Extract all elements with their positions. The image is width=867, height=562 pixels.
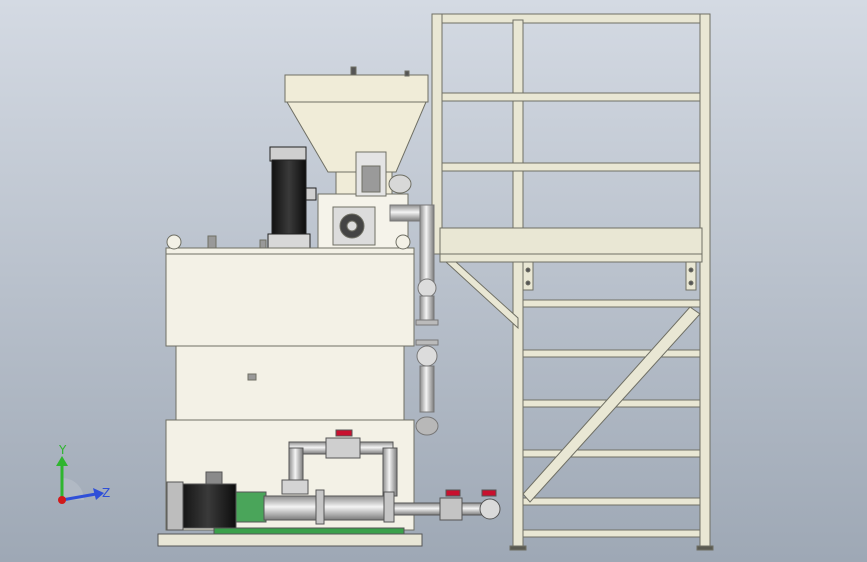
frame-rung — [522, 299, 701, 308]
feeder-motor-cap — [388, 174, 412, 194]
frame-rung — [522, 449, 701, 458]
triad-y-arrow-icon — [56, 456, 68, 466]
pump-riser-pipe — [288, 447, 304, 485]
deck-bracket-right — [685, 261, 697, 291]
tank-top-plate — [165, 247, 415, 255]
pump-stator — [263, 495, 395, 521]
pump-motor-terminal-box — [205, 471, 223, 485]
pump-coupling — [235, 491, 267, 523]
bracket-bolt — [525, 267, 531, 273]
pump-valve-handle[interactable] — [335, 429, 353, 437]
pump-riser-pipe-right — [382, 447, 398, 497]
frame-rung — [522, 349, 701, 358]
mixer-motor-terminal-box — [305, 187, 317, 201]
bracket-bolt — [688, 267, 694, 273]
mixer-motor-cap — [269, 146, 307, 162]
pump-motor-body — [179, 483, 237, 529]
pump-suction-port — [281, 479, 309, 495]
discharge-elbow — [479, 498, 501, 520]
drain-elbow — [416, 345, 438, 367]
triad-origin-arc — [62, 478, 84, 500]
lifting-lug — [395, 234, 411, 250]
frame-diagonal-brace — [444, 261, 519, 330]
frame-rail-2 — [441, 162, 701, 172]
triad-y-label: Y — [58, 443, 67, 457]
frame-deck-beam — [439, 253, 703, 263]
tank-upper-section — [165, 253, 415, 347]
tank-fitting — [259, 239, 267, 249]
frame-top-rail — [431, 13, 711, 24]
discharge-line[interactable] — [393, 489, 501, 521]
hopper-lid-tab — [404, 70, 410, 77]
frame-rung — [522, 529, 701, 538]
frame-foot — [696, 545, 714, 551]
triad-x-axis-dot — [58, 496, 66, 504]
deck-bracket-left — [522, 261, 534, 291]
pipe-elbow — [417, 278, 437, 298]
frame-post-right — [699, 13, 711, 549]
lifting-lug — [166, 234, 182, 250]
bracket-bolt — [525, 280, 531, 286]
frame-deck — [439, 227, 703, 255]
pump-motor-fan-cover — [166, 481, 184, 531]
powder-hopper[interactable] — [284, 66, 429, 249]
skid-base — [157, 533, 423, 547]
drain-flange — [415, 319, 439, 326]
drain-end-cap — [415, 416, 439, 436]
triad-z-label: Z — [102, 486, 110, 500]
pump-stator-flange — [315, 489, 325, 525]
dosing-pump-assembly[interactable] — [157, 429, 423, 547]
frame-diagonal-brace — [522, 306, 701, 503]
tank-middle-section — [175, 345, 405, 421]
frame-post-left — [431, 13, 443, 255]
feeder-motor-fins — [361, 165, 381, 193]
hopper-top-box — [284, 74, 429, 103]
steel-platform-frame[interactable] — [431, 13, 714, 551]
triad-z-arrow-icon — [93, 488, 104, 500]
drain-flange — [415, 339, 439, 346]
inlet-pipe-vertical — [419, 204, 435, 286]
pump-stator-flange — [383, 491, 395, 523]
pump-valve-body — [325, 437, 361, 459]
mixer-motor-flange — [267, 233, 311, 249]
mixer-motor[interactable] — [267, 146, 317, 249]
tank-fitting — [207, 235, 217, 249]
frame-rung — [522, 497, 701, 506]
mixer-motor-body — [271, 159, 307, 235]
hopper-lid-tab — [350, 66, 357, 76]
discharge-valve-handle-2[interactable] — [481, 489, 497, 497]
discharge-valve-handle[interactable] — [445, 489, 461, 497]
frame-rail-1 — [441, 92, 701, 102]
discharge-valve-body — [439, 497, 463, 521]
bracket-bolt — [688, 280, 694, 286]
coordinate-triad: Y Z — [56, 443, 110, 504]
frame-foot — [509, 545, 527, 551]
hopper-cone — [286, 101, 427, 173]
gearbox-gear-hub — [346, 220, 358, 232]
tank-fitting — [247, 373, 257, 381]
triad-z-axis — [61, 492, 97, 502]
tank-outlet-pipe[interactable] — [389, 204, 439, 436]
drain-pipe-lower — [419, 365, 435, 413]
